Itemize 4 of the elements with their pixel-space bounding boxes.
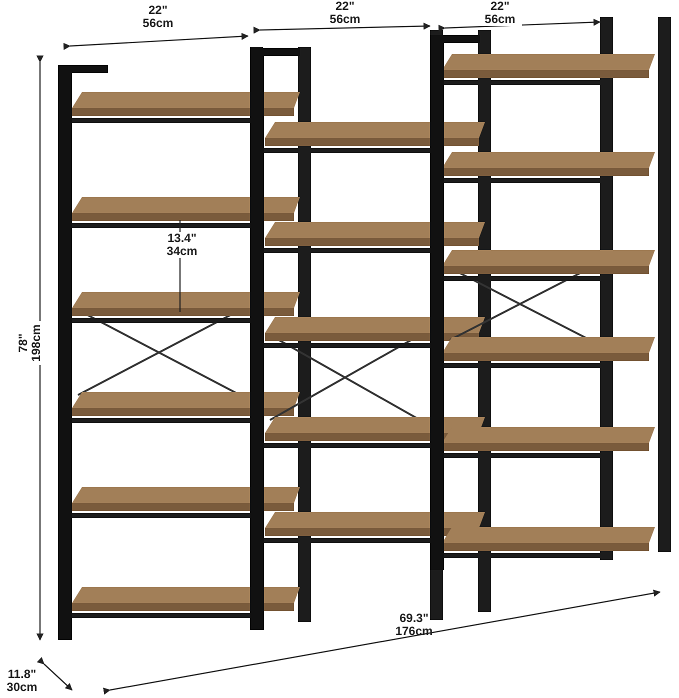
dimension-label: 11.8" 30cm xyxy=(6,668,38,694)
dimension-label: 69.3" 176cm xyxy=(394,612,434,638)
dimension-label: 22" 56cm xyxy=(478,0,522,26)
dimension-label: 78" 198cm xyxy=(17,321,43,365)
